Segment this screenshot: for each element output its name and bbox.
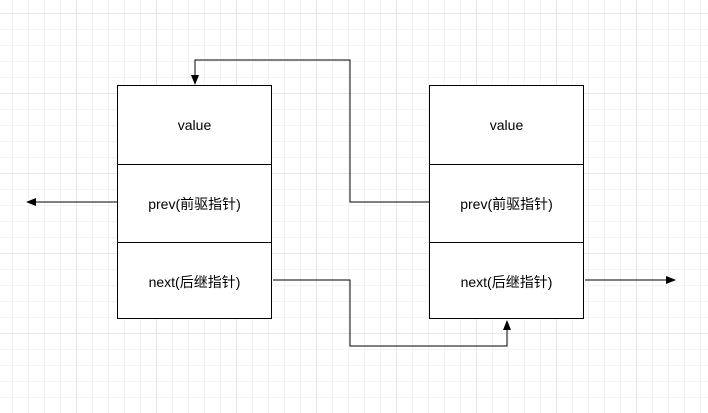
node-next-cell: next(后继指针) <box>430 242 583 320</box>
prev-link-arrow <box>191 59 429 203</box>
next-link-arrow <box>273 279 511 347</box>
node-value-cell: value <box>489 117 524 133</box>
node-value-cell: value <box>177 117 212 133</box>
node-prev-cell: prev(前驱指针) <box>430 164 583 242</box>
node-next-cell: next(后继指针) <box>118 242 271 320</box>
list-node-1: value prev(前驱指针) next(后继指针) <box>117 85 272 319</box>
list-node-2: value prev(前驱指针) next(后继指针) <box>429 85 584 319</box>
node-prev-cell: prev(前驱指针) <box>118 164 271 242</box>
